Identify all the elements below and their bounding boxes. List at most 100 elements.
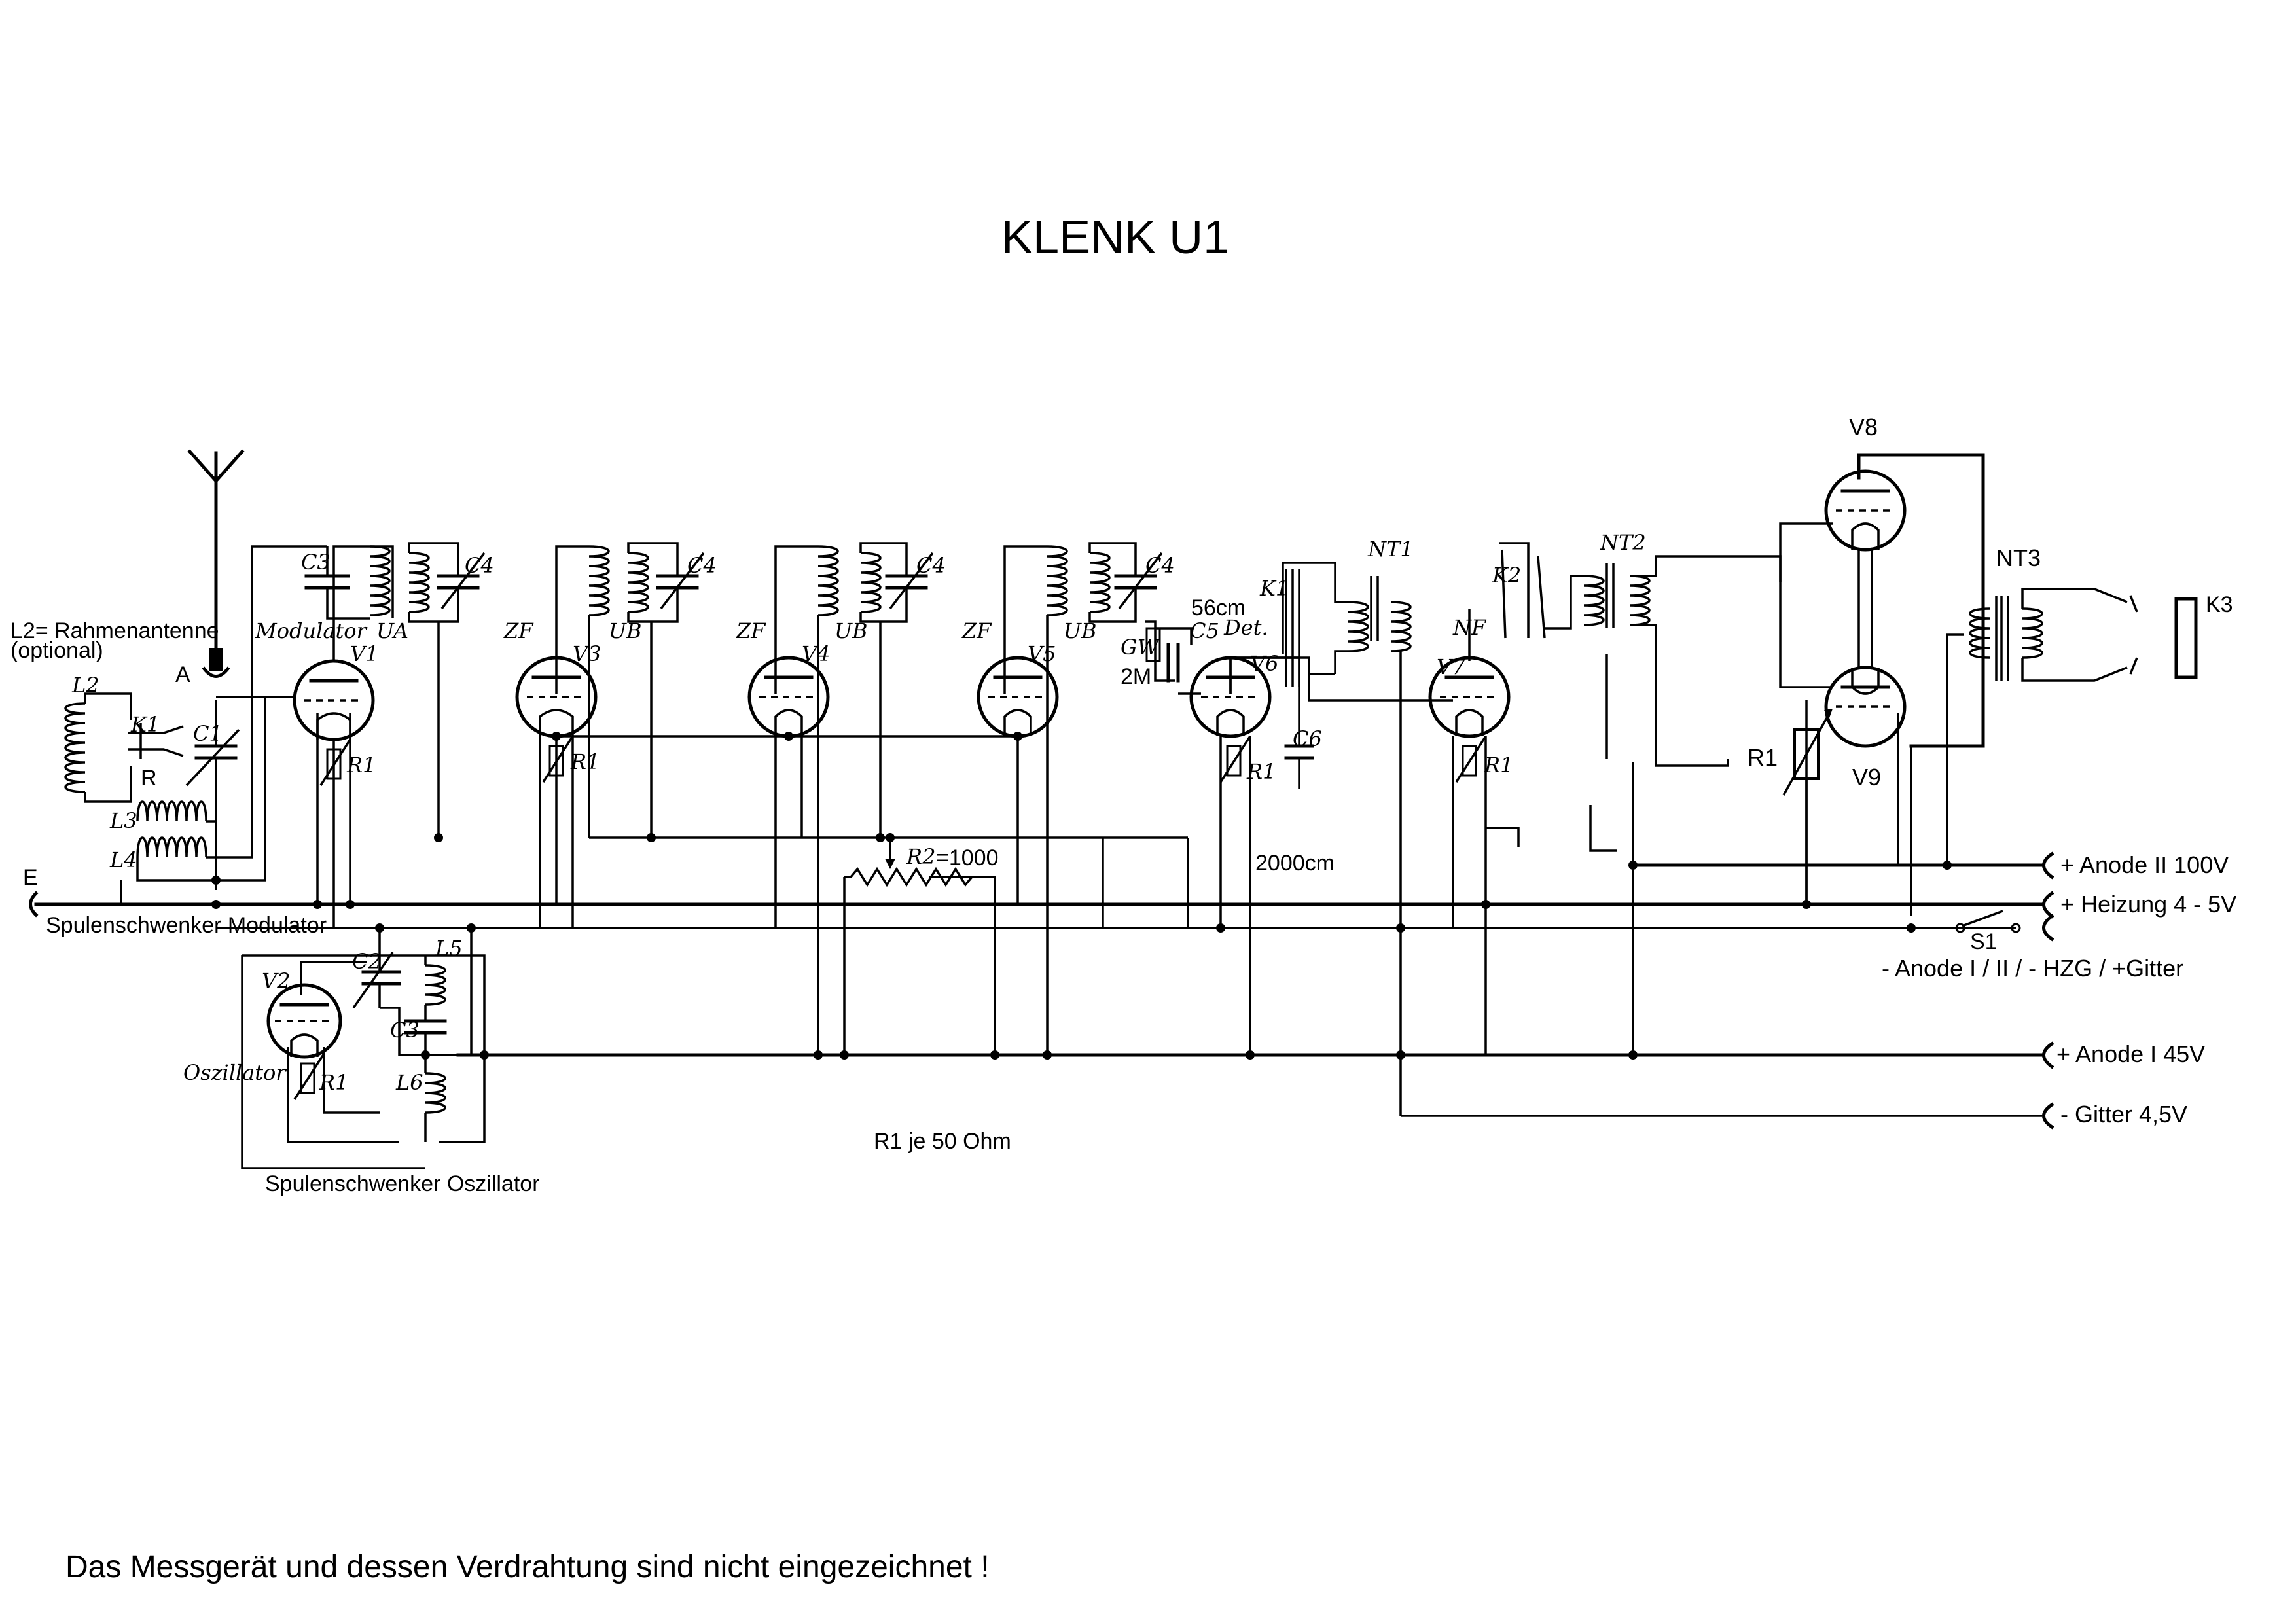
k3-label: K3: [2206, 592, 2233, 617]
stage-label-zf2: ZF: [736, 618, 766, 643]
tube-v9: [1824, 666, 1907, 748]
switch-label-s1: S1: [1970, 929, 1998, 954]
tube-v2-filament: [290, 1033, 319, 1057]
l4-label: L4: [109, 847, 137, 872]
c2-label: C2: [352, 949, 382, 974]
tube-v1-filament: [316, 712, 351, 740]
terminal-anode-i: [2042, 1041, 2054, 1069]
terminal-gitter: [2042, 1102, 2054, 1130]
stage-label-ub2: UB: [834, 618, 867, 643]
resistor-note: R1 je 50 Ohm: [874, 1129, 1011, 1154]
transformer-nt1: [1230, 562, 1453, 838]
tube-v2: [266, 983, 342, 1059]
tube-v6-filament: [1216, 709, 1245, 736]
nt1-label: NT1: [1367, 537, 1414, 562]
oscillator-stage: [241, 926, 486, 1169]
transformer-nt3: [1946, 588, 2198, 707]
terminal-label-anode-i: + Anode I 45V: [2056, 1041, 2205, 1067]
c3-label: C3: [301, 550, 331, 575]
tube-label-v3: V3: [573, 641, 601, 666]
tube-label-v9: V9: [1852, 764, 1881, 791]
stage-label-zf3: ZF: [961, 618, 992, 643]
r1-label-v1: R1: [346, 753, 376, 777]
frame-antenna-label: L2= Rahmenantenne: [10, 618, 219, 643]
transformer-nt2: [1545, 555, 1782, 852]
c3-label-osc: C3: [390, 1018, 420, 1043]
tube-label-v4: V4: [802, 641, 830, 666]
schematic-title: KLENK U1: [1001, 211, 1229, 264]
modulator-stage: [64, 545, 351, 928]
swivel-label-oscillator: Spulenschwenker Oszillator: [265, 1171, 540, 1196]
c5-value: 56cm: [1191, 596, 1246, 620]
l3-label: L3: [109, 808, 137, 833]
stage-label-det: Det.: [1223, 615, 1268, 640]
k2-label: K2: [1492, 563, 1521, 588]
r2-potentiometer: [843, 838, 996, 1055]
earth-label-e: E: [23, 865, 38, 890]
tube-label-v6: V6: [1250, 651, 1278, 676]
c6-value: 2000cm: [1255, 851, 1335, 876]
nt3-label: NT3: [1996, 544, 2041, 571]
tube-label-v8: V8: [1849, 414, 1878, 440]
terminal-label-gitter: - Gitter 4,5V: [2060, 1101, 2187, 1128]
if-stage-2: [774, 542, 934, 1055]
tube-v8: [1824, 469, 1907, 552]
stage-label-modulator: Modulator: [255, 618, 368, 643]
r2-label: R2: [906, 844, 935, 869]
r1-label-v3: R1: [570, 749, 600, 774]
tube-label-v5: V5: [1028, 641, 1056, 666]
switch-s1: [1911, 910, 2054, 942]
footnote: Das Messgerät und dessen Verdrahtung sin…: [65, 1550, 990, 1584]
r1-label-output: R1: [1748, 744, 1778, 771]
terminal-label-minus-anode: - Anode I / II / - HZG / +Gitter: [1882, 955, 2183, 982]
c4-label: C4: [465, 553, 494, 578]
c4-label-2: C4: [687, 553, 717, 578]
k1-label: K1: [130, 712, 160, 737]
r-label: R: [141, 766, 157, 791]
terminal-label-anode-ii: + Anode II 100V: [2060, 851, 2229, 878]
stage-label-ua: UA: [376, 618, 408, 643]
gw-label: GW: [1121, 635, 1161, 660]
stage-label-ub3: UB: [1064, 618, 1096, 643]
earth-socket-e: [29, 891, 39, 918]
input-rf-filter: [304, 542, 486, 838]
stage-label-ub1: UB: [609, 618, 641, 643]
l5-label: L5: [435, 936, 463, 961]
stage-label-zf1: ZF: [503, 618, 534, 643]
r1-label-v2: R1: [319, 1070, 348, 1095]
antenna-label-a: A: [175, 662, 190, 687]
l6-label: L6: [395, 1070, 423, 1095]
c4-label-4: C4: [1145, 553, 1175, 578]
antenna-socket-a: [202, 666, 230, 678]
frame-antenna-optional: (optional): [10, 638, 103, 663]
r2-value: =1000: [936, 846, 999, 870]
junction-dots: [211, 732, 1952, 1060]
swivel-label-modulator: Spulenschwenker Modulator: [46, 913, 327, 938]
c6-label: C6: [1293, 726, 1322, 751]
c1-label: C1: [193, 721, 223, 746]
bus-wiring: [34, 838, 2044, 1117]
l2-label: L2: [71, 673, 99, 698]
tube-v4-filament: [774, 709, 803, 736]
tube-v7-filament: [1455, 709, 1484, 736]
if-stage-1: [539, 542, 705, 928]
r1-label-v7: R1: [1484, 753, 1513, 777]
stage-label-oscillator: Oszillator: [183, 1060, 287, 1085]
tube-v8-filament: [1851, 522, 1880, 550]
tube-label-v2: V2: [262, 969, 290, 993]
tube-label-v1: V1: [350, 641, 378, 666]
terminal-anode-ii: [2042, 851, 2054, 880]
tube-v3-filament: [539, 709, 574, 736]
gw-value: 2M: [1121, 664, 1151, 689]
nt2-label: NT2: [1600, 530, 1646, 555]
terminal-label-heizung: + Heizung 4 - 5V: [2060, 891, 2236, 918]
c5-label: C5: [1190, 618, 1219, 643]
c4-label-3: C4: [916, 553, 946, 578]
tube-label-v7: V7: [1437, 654, 1465, 679]
k1-label-2: K1: [1259, 576, 1289, 601]
r1-label-v6: R1: [1246, 759, 1276, 784]
af-stage: [1452, 542, 1546, 1055]
stage-label-nf: NF: [1452, 615, 1487, 640]
antenna-symbol: [187, 449, 245, 671]
